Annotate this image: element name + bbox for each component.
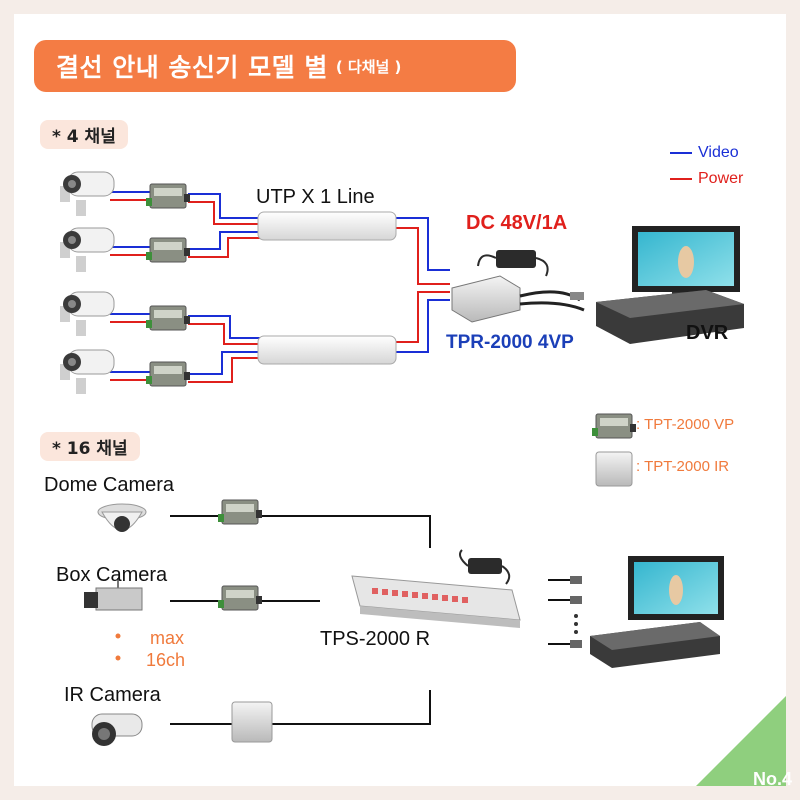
monitor-icon [628, 556, 724, 620]
bullet-camera-icon [60, 228, 114, 272]
ir-camera-label: IR Camera [64, 684, 161, 707]
model-ir-label: : TPT-2000 IR [636, 458, 729, 475]
dc-label: DC 48V/1A [466, 212, 567, 235]
receiver-16ch-icon [352, 576, 520, 628]
model-vp-label: : TPT-2000 VP [636, 416, 734, 433]
ir-camera-icon [92, 714, 142, 746]
receiver-16ch-label: TPS-2000 R [320, 628, 430, 651]
receiver-4ch-label: TPR-2000 4VP [446, 332, 574, 354]
utp-label: UTP X 1 Line [256, 186, 375, 209]
dvr-label: DVR [686, 322, 728, 345]
bullet-camera-icon [60, 172, 114, 216]
transmitter-icon [218, 586, 262, 610]
bullet-camera-icon [60, 292, 114, 336]
legend-power: Power [698, 170, 743, 188]
transmitter-vp-icon [592, 414, 636, 438]
transmitter-icon [146, 238, 190, 262]
page-number: No.4 [753, 769, 792, 790]
power-adapter-icon [478, 250, 548, 276]
max-label: max [150, 628, 184, 649]
legend-video: Video [698, 144, 739, 162]
transmitter-icon [146, 362, 190, 386]
box-camera-label: Box Camera [56, 564, 167, 587]
receiver-4ch-icon [452, 276, 584, 322]
utp-cable-icon [258, 336, 396, 364]
dvr-icon [590, 622, 720, 668]
transmitter-icon [146, 184, 190, 208]
monitor-icon [632, 226, 740, 298]
transmitter-icon [218, 500, 262, 524]
bullet-camera-icon [60, 350, 114, 394]
dome-camera-icon [98, 504, 146, 532]
transmitter-icon [146, 306, 190, 330]
transmitter-ir-icon [232, 702, 272, 742]
utp-cable-icon [258, 212, 396, 240]
transmitter-ir-icon [596, 452, 632, 486]
power-adapter-icon [460, 550, 509, 584]
dome-camera-label: Dome Camera [44, 474, 174, 497]
max-ch-label: 16ch [146, 650, 185, 671]
